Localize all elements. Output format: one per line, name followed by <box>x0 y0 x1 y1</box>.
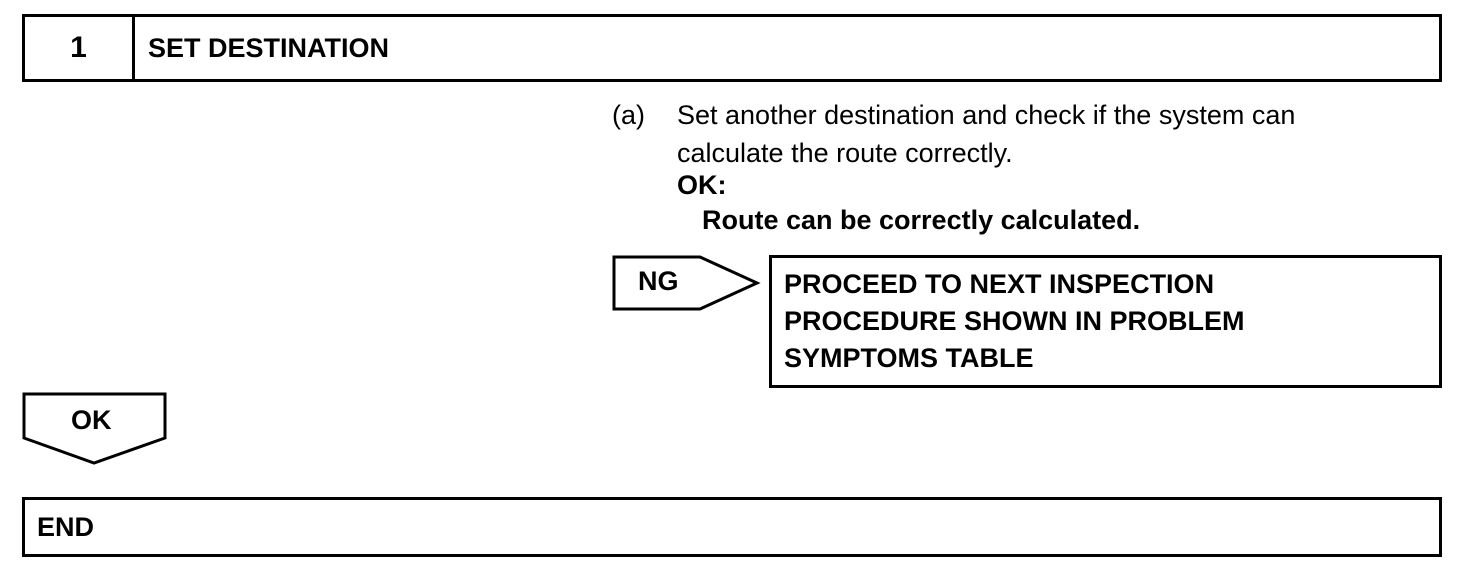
ng-action-line-2: PROCEDURE SHOWN IN PROBLEM <box>784 306 1245 336</box>
ng-action-line-3: SYMPTOMS TABLE <box>784 343 1034 373</box>
end-box: END <box>22 497 1442 557</box>
step-header: 1 SET DESTINATION <box>22 14 1442 82</box>
step-number: 1 <box>25 17 135 79</box>
ng-action-box: PROCEED TO NEXT INSPECTION PROCEDURE SHO… <box>769 255 1442 388</box>
end-label: END <box>37 511 95 542</box>
instruction-text: Set another destination and check if the… <box>677 96 1417 172</box>
instruction-line-1: Set another destination and check if the… <box>677 100 1296 130</box>
instruction-line-2: calculate the route correctly. <box>677 138 1013 168</box>
ok-condition-result: Route can be correctly calculated. <box>702 205 1141 235</box>
instruction-label: (a) <box>612 100 645 130</box>
ok-arrow-shape <box>22 392 167 465</box>
step-title: SET DESTINATION <box>148 32 390 63</box>
ng-arrow-shape <box>612 255 761 311</box>
ng-action-line-1: PROCEED TO NEXT INSPECTION <box>784 269 1215 299</box>
ng-branch-label: NG <box>638 266 679 296</box>
ok-condition-heading: OK: <box>677 170 727 200</box>
ok-branch-label: OK <box>71 405 112 435</box>
